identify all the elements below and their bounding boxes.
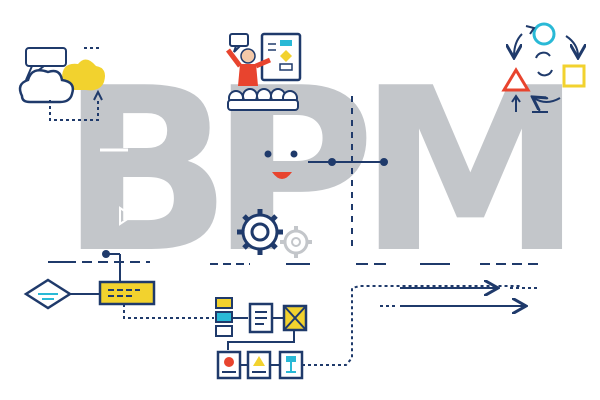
cloud-brain-icon (18, 59, 105, 121)
gears-icon (237, 209, 312, 258)
arrows-right-icon (380, 288, 540, 306)
document-stack-icon (215, 297, 308, 350)
play-triangle-icon (100, 148, 134, 226)
audience-heads-icon (227, 88, 299, 111)
smiley-face-icon (264, 150, 388, 179)
flowchart-cards-icon (216, 285, 520, 380)
presenter-with-board-icon (226, 32, 302, 86)
letter-b: B (60, 40, 233, 303)
process-cycle-icon (501, 22, 584, 112)
process-box-icon (98, 250, 214, 319)
decision-diamond-icon (23, 278, 100, 310)
letter-dashes (48, 96, 548, 265)
